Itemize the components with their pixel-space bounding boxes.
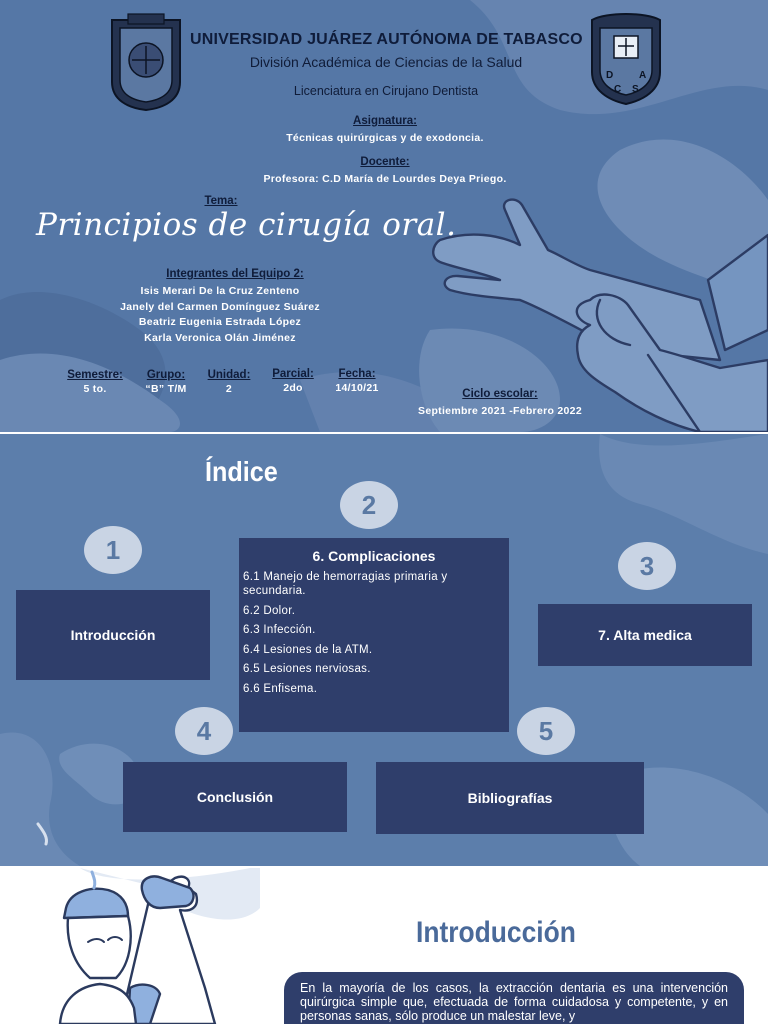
degree-program: Licenciatura en Cirujano Dentista (293, 84, 479, 98)
index-item-alta-medica[interactable]: 7. Alta medica (538, 604, 752, 666)
introduction-text: En la mayoría de los casos, la extracció… (300, 981, 728, 1023)
meta-label: Fecha: (338, 368, 376, 380)
subject-label: Asignatura: (353, 115, 417, 127)
index-item-bibliografias[interactable]: Bibliografías (376, 762, 644, 834)
index-item-label: Introducción (70, 627, 156, 643)
team-member: Janely del Carmen Domínguez Suárez (120, 300, 320, 313)
cover-slide: UNIVERSIDAD JUÁREZ AUTÓNOMA DE TABASCO D… (0, 0, 768, 432)
meta-label: Grupo: (146, 369, 186, 381)
index-item-label: Bibliografías (467, 790, 553, 806)
index-item-label: 6. Complicaciones (312, 548, 436, 564)
team-member: Beatriz Eugenia Estrada López (138, 316, 302, 328)
meta-value: 2do (283, 382, 303, 394)
complication-subitem: 6.3 Infección. (243, 624, 316, 636)
meta-value: 14/10/21 (335, 382, 379, 394)
team-label: Integrantes del Equipo 2: (166, 268, 304, 280)
crest-letter-d: D (606, 70, 613, 81)
index-item-conclusion[interactable]: Conclusión (123, 762, 347, 832)
team-member: Karla Veronica Olán Jiménez (144, 331, 296, 344)
meta-label: Unidad: (207, 369, 251, 381)
meta-value: 2 (225, 383, 233, 395)
school-year-label: Ciclo escolar: (462, 388, 538, 400)
university-name: UNIVERSIDAD JUÁREZ AUTÓNOMA DE TABASCO (190, 31, 583, 48)
index-item-introduccion[interactable]: Introducción (16, 590, 210, 680)
index-title: Índice (205, 456, 278, 487)
crest-letter-a: A (639, 70, 646, 81)
index-number-4: 4 (175, 707, 233, 755)
crest-letter-c: C (614, 84, 621, 95)
introduction-slide: Introducción En la mayoría de los casos,… (0, 868, 768, 1024)
introduction-text-box: En la mayoría de los casos, la extracció… (284, 972, 744, 1024)
topic-title: Principios de cirugía oral. (36, 207, 457, 243)
complication-subitem: 6.6 Enfisema. (243, 682, 318, 695)
index-item-label: Conclusión (196, 789, 274, 805)
meta-label: Parcial: (272, 368, 314, 380)
index-item-label: 7. Alta medica (598, 627, 692, 643)
index-slide: Índice 2 1 3 4 5 Introducción 6. Complic… (0, 434, 768, 866)
team-members-list: Isis Merari De la Cruz Zenteno Janely de… (90, 284, 350, 346)
cover-background-blobs (0, 0, 768, 432)
index-number-1: 1 (84, 526, 142, 574)
gloves-illustration (432, 198, 768, 432)
index-number-3: 3 (618, 542, 676, 590)
complication-subitem: 6.2 Dolor. (243, 604, 296, 617)
university-crest-left (111, 13, 181, 112)
complication-subitem: 6.5 Lesiones nerviosas. (243, 663, 371, 675)
division-crest-right: D A C S (591, 13, 661, 106)
dentist-illustration (58, 868, 260, 1024)
teacher-label: Docente: (360, 156, 410, 168)
introduction-title: Introducción (416, 916, 576, 949)
school-year-value: Septiembre 2021 -Febrero 2022 (418, 405, 582, 417)
index-background-blobs (0, 434, 768, 866)
meta-label: Semestre: (67, 369, 123, 381)
topic-label: Tema: (204, 195, 238, 207)
academic-division: División Académica de Ciencias de la Sal… (249, 54, 523, 70)
teacher-value: Profesora: C.D María de Lourdes Deya Pri… (263, 173, 507, 185)
subject-value: Técnicas quirúrgicas y de exodoncia. (286, 132, 484, 144)
meta-grupo: Grupo: “B” T/M (134, 369, 198, 395)
team-member: Isis Merari De la Cruz Zenteno (140, 285, 300, 297)
index-number-5: 5 (517, 707, 575, 755)
meta-fecha: Fecha: 14/10/21 (326, 368, 388, 394)
meta-unidad: Unidad: 2 (200, 369, 258, 395)
meta-value: 5 to. (83, 383, 107, 395)
meta-value: “B” T/M (145, 383, 187, 395)
crest-letter-s: S (632, 84, 639, 95)
complication-subitem: 6.1 Manejo de hemorragias primaria y sec… (243, 571, 448, 597)
index-item-complicaciones[interactable]: 6. Complicaciones 6.1 Manejo de hemorrag… (239, 538, 509, 732)
complication-subitem: 6.4 Lesiones de la ATM. (243, 643, 373, 656)
meta-parcial: Parcial: 2do (264, 368, 322, 394)
index-number-2: 2 (340, 481, 398, 529)
meta-semestre: Semestre: 5 to. (58, 369, 132, 395)
